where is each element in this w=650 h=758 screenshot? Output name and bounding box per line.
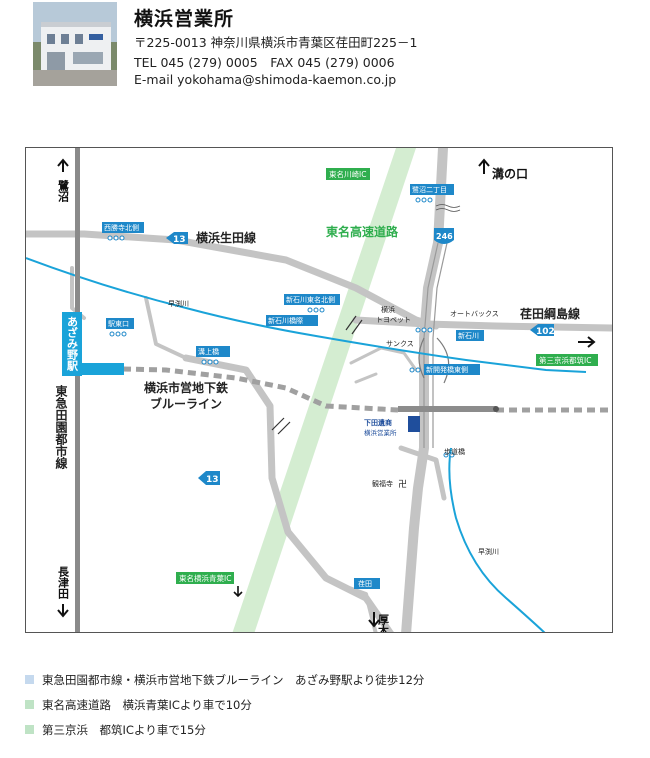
signal-shinishikawa-bashizume: 新石川橋際 [268,316,303,325]
saginuma-label: 鷺沼 [57,179,70,203]
route13-road-lower [182,354,394,632]
office-marker-label-1: 下田遺商 [364,418,392,427]
route102-number: 102 [536,327,555,337]
route13-number-upper: 13 [173,235,186,245]
signal-mizonoue-bashi: 溝上橋 [198,347,219,356]
signal-saishoji-kitagawa: 西勝寺北側 [104,223,139,232]
office-marker-label-2: 横浜営業所 [364,428,397,437]
signal-sagimuma-nichome: 鷺沼二丁目 [412,185,447,194]
office-building-photo [33,2,117,86]
route13-name: 横浜生田線 [196,230,256,245]
signal-eda: 荏田 [358,580,372,588]
atsugi-label: 厚木 [377,614,391,633]
route102-road [352,316,612,332]
subway-line-label-2: ブルーライン [150,396,222,411]
hayabuchi-river-lower [448,447,546,632]
sunkus-label: サンクス [386,340,414,348]
daisan-keihin-tsuzuki-ic: 第三京浜都筑IC [539,355,591,365]
autobacs-label: オートバックス [450,310,499,318]
arrow-up-icon [478,158,490,174]
postal-address: 〒225-0013 神奈川県横浜市青葉区荏田町225－1 [134,35,418,50]
hayabuchi-river-upper [26,257,587,373]
route13-number-lower: 13 [206,475,219,485]
legend-text: 第三京浜 都筑ICより車で15分 [42,723,206,737]
tokyu-line-label: 東急田園都市線 [54,384,68,470]
legend-item-train: 東急田園都市線・横浜市営地下鉄ブルーライン あざみ野駅より徒歩12分 [25,672,424,688]
route246-shield-icon [434,228,454,244]
arrow-down-icon [57,604,69,618]
subway-line-label-1: 横浜市営地下鉄 [144,380,228,395]
signal-shinishikawa: 新石川 [458,331,479,340]
kanpukuji-label: 観福寺 [372,479,393,488]
access-map: 東急田園都市線 あざみ野駅 鷺沼 長津田 溝の口 厚木 東名高速道路 13 横浜… [25,147,613,633]
kanpukuji-symbol-icon: 卍 [398,479,407,490]
legend-swatch [25,725,34,734]
tokyu-railway [75,148,80,632]
azamino-station-marker [76,363,124,375]
arrow-right-icon [578,336,596,348]
office-name: 横浜営業所 [134,8,235,30]
legend-text: 東名高速道路 横浜青葉ICより車で10分 [42,698,252,712]
signal-shinkaihatsu: 新開発橋東側 [426,365,468,374]
hayabuchi-river-label-lower: 早渕川 [478,547,499,556]
legend-item-daisan-keihin: 第三京浜 都筑ICより車で15分 [25,722,206,738]
arrow-down-icon [233,586,243,598]
mizonokuchi-label: 溝の口 [492,166,528,181]
toyopet-label-1: 横浜 [381,305,395,314]
tomei-label: 東名高速道路 [326,224,399,239]
azamino-station-label: あざみ野駅 [66,316,80,372]
hayabuchi-river-label-upper: 早渕川 [168,299,189,308]
legend-item-tomei: 東名高速道路 横浜青葉ICより車で10分 [25,697,252,713]
phone-fax: TEL 045 (279) 0005 FAX 045 (279) 0006 [134,55,395,70]
office-location-marker [408,416,420,432]
legend-swatch [25,700,34,709]
tomei-yokohama-aoba-ic: 東名横浜青葉IC [179,573,231,583]
email-address[interactable]: E-mail yokohama@shimoda-kaemon.co.jp [134,72,397,87]
signal-ekihigashiguchi: 駅東口 [108,319,129,328]
tomei-kawasaki-ic: 東名川崎IC [329,169,366,179]
route102-name: 荏田綱島線 [520,306,580,321]
footbridge-label: 歩道橋 [444,447,465,456]
route246-number: 246 [436,232,453,241]
legend-swatch [25,675,34,684]
legend-text: 東急田園都市線・横浜市営地下鉄ブルーライン あざみ野駅より徒歩12分 [42,673,425,687]
toyopet-label-2: トヨペット [376,316,411,324]
arrow-down-icon [368,612,380,628]
arrow-up-icon [57,158,69,172]
signal-shinishikawa-tomeikita: 新石川東名北側 [286,295,335,304]
nagatsuta-label: 長津田 [57,566,70,600]
